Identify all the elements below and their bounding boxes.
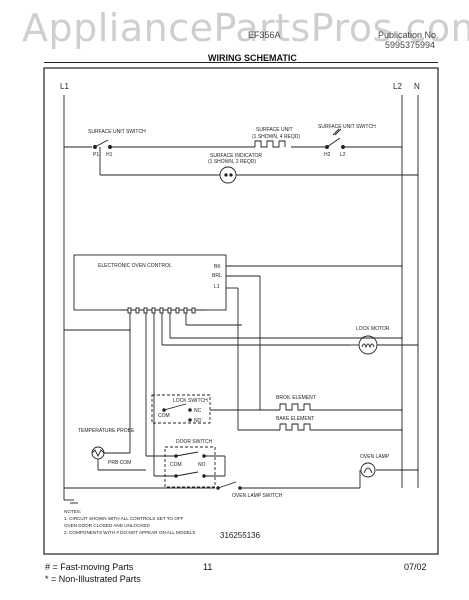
surface-unit-switch-left-label: SURFACE UNIT SWITCH <box>88 129 146 135</box>
surface-unit-switch-right-label: SURFACE UNIT SWITCH <box>318 124 376 130</box>
diagram-frame <box>43 67 439 555</box>
surface-switch-blade <box>94 139 109 148</box>
revision-date: 07/02 <box>404 562 427 572</box>
lock-switch-nc-label: NC <box>194 408 202 414</box>
temperature-probe <box>91 446 105 460</box>
eoc-terminals <box>127 307 196 314</box>
door-switch-label: DOOR SWITCH <box>176 439 212 445</box>
notes-title: NOTES: <box>64 509 82 514</box>
publication-number: 5995375994 <box>385 40 436 50</box>
broil-element <box>279 403 311 411</box>
lock-switch <box>151 394 211 424</box>
surface-unit-element <box>254 140 286 148</box>
oven-lamp-label: OVEN LAMP <box>360 454 390 460</box>
surface-indicator-label: SURFACE INDICATOR <box>210 153 262 159</box>
oven-lamp-switch-blade <box>217 481 237 489</box>
bake-element <box>279 423 311 431</box>
l2-small-label: L2 <box>340 152 346 158</box>
probe-com-label: PRB COM <box>108 460 131 466</box>
note-1: 1. CIRCUIT SHOWN WITH ALL CONTROLS SET T… <box>64 516 184 521</box>
legend-fast-moving: # = Fast-moving Parts <box>45 562 134 572</box>
terminal-bk-label: BK <box>214 264 221 270</box>
note-2: 2. COMPONENTS WITH # DO NOT APPEAR ON AL… <box>64 530 196 535</box>
door-switch-no-label: NO <box>198 462 206 468</box>
surface-unit-label: SURFACE UNIT <box>256 127 293 133</box>
legend-non-illustrated: * = Non-Illustrated Parts <box>45 574 141 584</box>
p1-label: P1 <box>93 152 99 158</box>
surface-indicator-lamp <box>219 166 237 184</box>
n-label: N <box>414 82 420 91</box>
door-switch <box>164 446 216 488</box>
page-title: WIRING SCHEMATIC <box>208 53 297 63</box>
lock-motor <box>358 335 378 355</box>
l1-label: L1 <box>60 82 69 91</box>
lock-switch-no-label: NO <box>194 418 202 424</box>
terminal-brl-label: BRL <box>212 273 222 279</box>
oven-lamp-switch-label: OVEN LAMP SWITCH <box>232 493 283 499</box>
surface-unit-sub-label: (1 SHOWN, 4 REQD) <box>252 134 300 140</box>
watermark: AppliancePartsPros.com <box>22 6 469 50</box>
eoc-label: ELECTRONIC OVEN CONTROL <box>98 263 172 269</box>
door-switch-com-label: COM <box>170 462 182 468</box>
surface-indicator-sub-label: (1 SHOWN, 2 REQD) <box>208 159 256 165</box>
diagram-number: 316255136 <box>220 531 261 540</box>
oven-lamp <box>360 462 376 478</box>
h1-label: H1 <box>106 152 113 158</box>
publication-label: Publication No. <box>378 30 439 40</box>
terminal-l1-label: L1 <box>214 284 220 290</box>
model-number: EF356A <box>248 30 281 40</box>
lock-switch-com-label: COM <box>158 413 170 419</box>
diagram-notes: NOTES: 1. CIRCUIT SHOWN WITH ALL CONTROL… <box>64 508 195 536</box>
note-1-cont: OVEN DOOR CLOSED AND UNLOCKED <box>64 523 150 528</box>
lock-motor-label: LOCK MOTOR <box>356 326 390 332</box>
switch-arrow <box>332 128 342 136</box>
title-rule <box>44 62 438 63</box>
lock-switch-label: LOCK SWITCH <box>173 398 208 404</box>
page-number: 11 <box>203 562 213 572</box>
l2-label: L2 <box>393 82 402 91</box>
surface-switch-right-blade <box>326 137 341 148</box>
bake-element-label: BAKE ELEMENT <box>276 416 314 422</box>
broil-element-label: BROIL ELEMENT <box>276 395 316 401</box>
h2-label: H2 <box>324 152 331 158</box>
temperature-probe-label: TEMPERATURE PROBE <box>78 428 135 434</box>
